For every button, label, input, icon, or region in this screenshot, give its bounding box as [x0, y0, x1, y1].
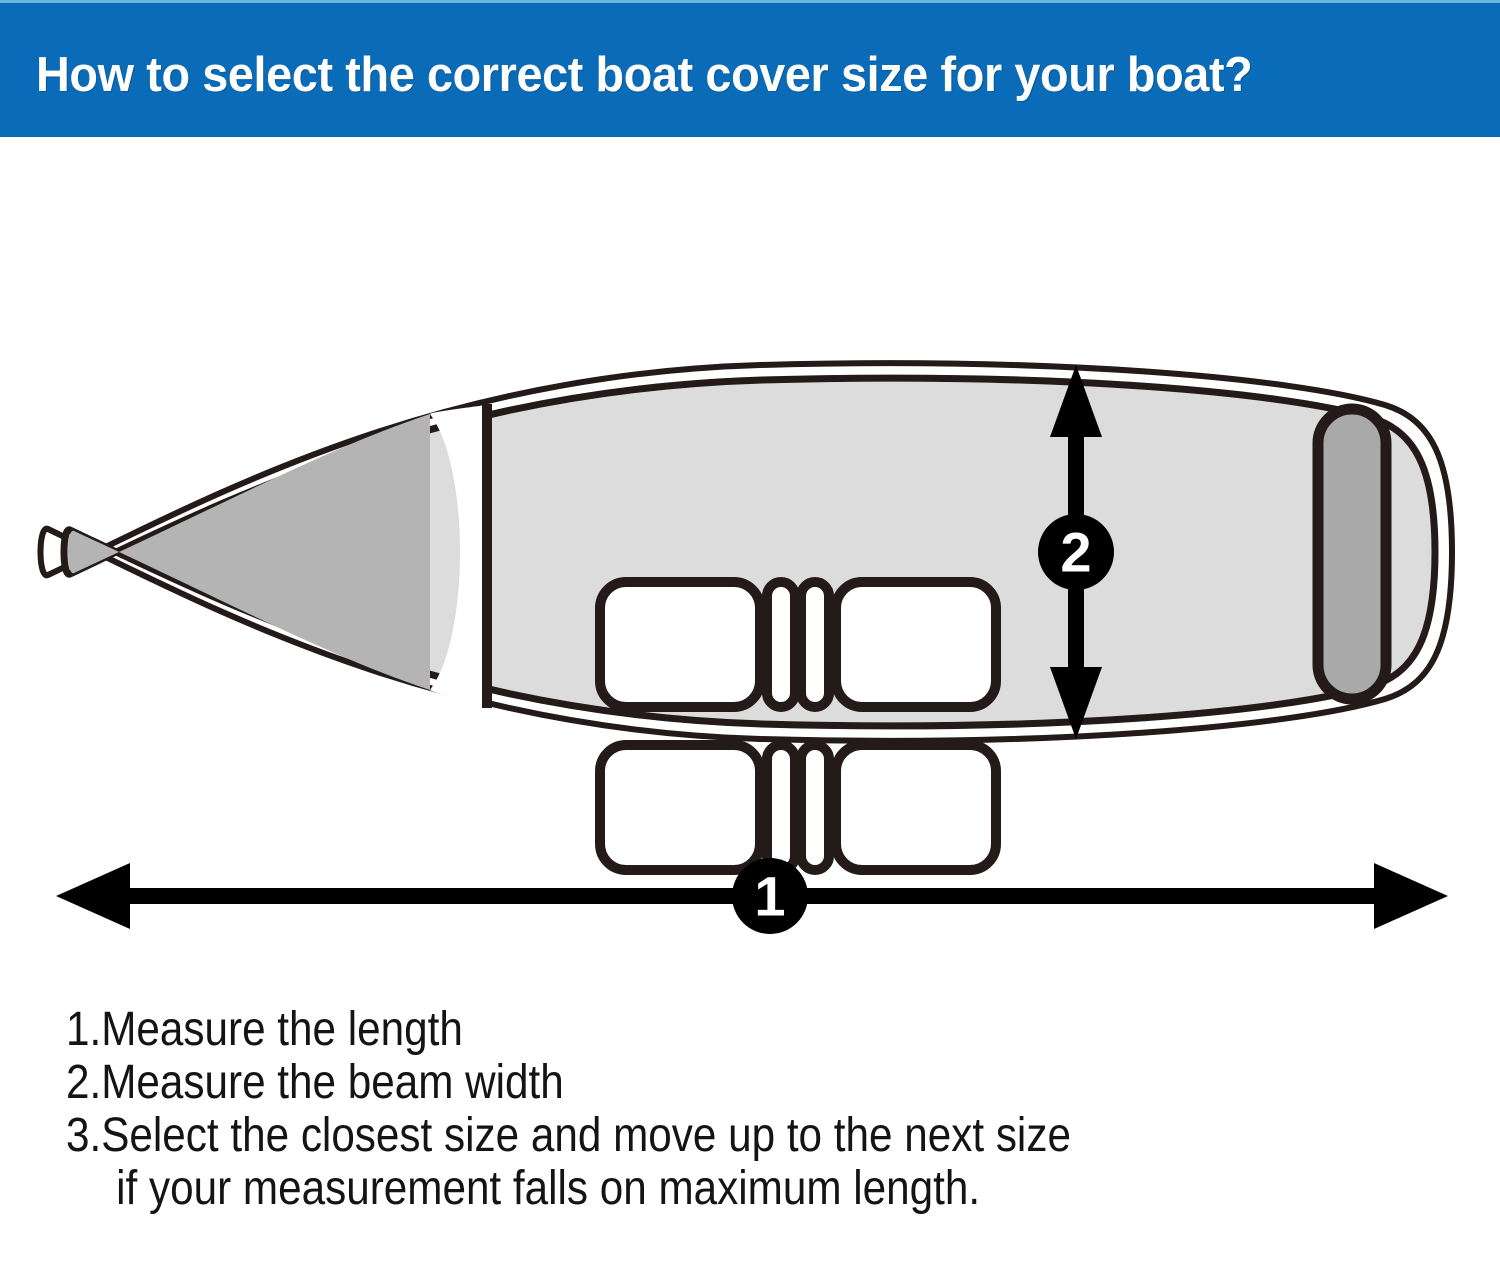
instruction-item: 3.Select the closest size and move up to… [66, 1109, 1071, 1162]
seat-front-left [595, 577, 765, 712]
instruction-item-continuation: if your measurement falls on maximum len… [116, 1162, 981, 1215]
beam-width-badge [1038, 514, 1114, 590]
seat-rear-right [831, 740, 1001, 875]
boat-measurement-diagram: 2 1 [0, 137, 1500, 967]
console-bar-front-b [796, 577, 834, 712]
instruction-list: 1.Measure the length 2.Measure the beam … [66, 1003, 1466, 1215]
stern-locker [1312, 403, 1392, 705]
instruction-item: 1.Measure the length [66, 1003, 463, 1056]
windshield [430, 405, 487, 707]
console-bar-rear-a [762, 740, 800, 875]
header-banner: How to select the correct boat cover siz… [0, 0, 1500, 137]
instruction-item: 2.Measure the beam width [66, 1056, 564, 1109]
console-bar-rear-b [796, 740, 834, 875]
beam-width-badge-label: 2 [1060, 521, 1091, 584]
seat-front-right [831, 577, 1001, 712]
length-badge [732, 858, 808, 934]
console-bar-front-a [762, 577, 800, 712]
boat-illustration: 2 1 [37, 360, 1455, 934]
seat-rear-left [595, 740, 765, 875]
length-badge-label: 1 [754, 865, 785, 928]
page-title: How to select the correct boat cover siz… [36, 48, 1253, 102]
bow-deck [68, 414, 430, 690]
